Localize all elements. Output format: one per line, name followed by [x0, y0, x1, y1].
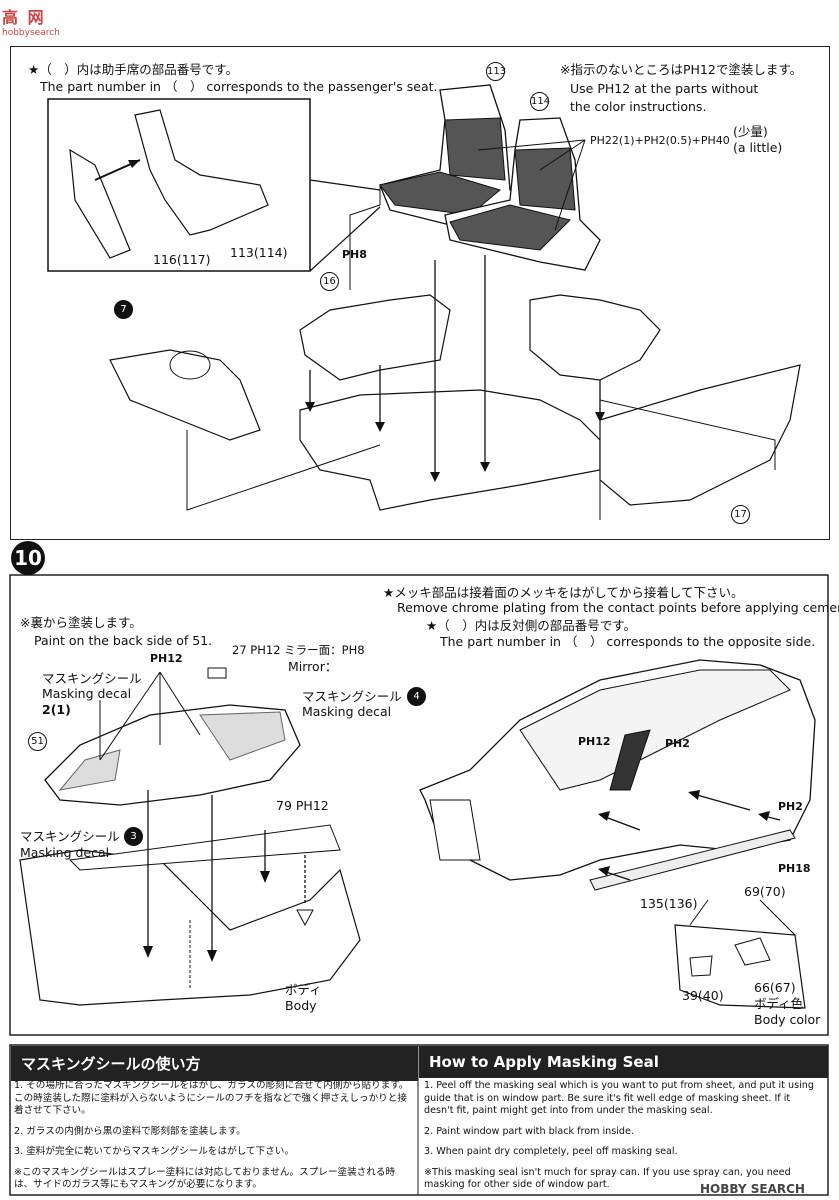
part-116-117-label: 116(117)	[153, 252, 211, 267]
watermark-brand: 高 网	[2, 8, 46, 27]
mask-decal-en-4: Masking decal	[302, 704, 392, 719]
part-66-67-label: 66(67)	[754, 980, 796, 995]
step10-ph18: PH18	[778, 862, 811, 875]
footer-right-list: 1. Peel off the masking seal which is yo…	[424, 1080, 822, 1200]
footer-right-item-1: 1. Peel off the masking seal which is yo…	[424, 1080, 814, 1116]
body-color-jp: ボディ色	[754, 996, 804, 1011]
step9-star-note-jp: ★（ ）内は助手席の部品番号です。	[28, 62, 238, 77]
body-jp-label: ボディ	[285, 982, 322, 997]
footer-right-title: How to Apply Masking Seal	[419, 1046, 828, 1078]
part-135-136-label: 135(136)	[640, 896, 698, 911]
footer-left-item-3: 3. 塗料が完全に乾いてからマスキングシールをはがして下さい。	[14, 1146, 294, 1157]
footer-right-item-4: ※This masking seal isn't much for spray …	[424, 1166, 791, 1191]
step9-ph8-label: PH8	[342, 248, 367, 261]
mirror-label: 27 PH12 ミラー面：PH8	[232, 643, 365, 657]
step9-mix-label: PH22(1)+PH2(0.5)+PH40	[590, 134, 730, 147]
part-7-label: 7	[114, 300, 133, 319]
part-113-114-label: 113(114)	[230, 245, 288, 260]
mask-decal-en-1: Masking decal	[42, 686, 132, 701]
footer-right-item-3: 3. When paint dry completely, peel off m…	[424, 1146, 678, 1157]
part-113-label: 113	[486, 62, 506, 81]
footer-left-item-2: 2. ガラスの内側から黒の塗料で彫刻部を塗装します。	[14, 1125, 246, 1137]
mask-decal-en-3: Masking decal	[20, 845, 110, 860]
mask-decal-jp-3: マスキングシール	[20, 829, 120, 844]
step10-star-note-en: The part number in （ ） corresponds to th…	[440, 634, 816, 649]
step10-ph12-left: PH12	[150, 652, 183, 665]
step9-paint-note-jp: ※指示のないところはPH12で塗装します。	[560, 62, 803, 77]
hobbysearch-brand: HOBBY SEARCH	[700, 1182, 805, 1196]
step9-panel	[10, 46, 830, 540]
step10-back-note-jp: ※裏から塗装します。	[20, 615, 142, 630]
part-16-label: 16	[320, 272, 339, 291]
footer-left-list: 1. その場所に合ったマスキングシールをはがし、ガラスの彫刻に合せて内側から貼り…	[14, 1080, 412, 1200]
part-79-label: 79 PH12	[276, 798, 329, 813]
part-114-label: 114	[530, 92, 550, 111]
step10-star-note-jp: ★（ ）内は反対側の部品番号です。	[426, 618, 636, 633]
step9-paint-note-en1: Use PH12 at the parts without	[570, 81, 759, 96]
step10-ph2-side: PH2	[778, 800, 803, 813]
watermark-logo: 高 网 hobbysearch	[2, 4, 72, 40]
step9-mix-little-en: (a little)	[733, 140, 783, 155]
footer-left-item-4: ※このマスキングシールはスプレー塗料には対応しておりません。スプレー塗装される時…	[14, 1166, 396, 1191]
part-17-label: 17	[731, 505, 750, 524]
step10-ph12-right: PH12	[578, 735, 611, 748]
footer-left-item-1: 1. その場所に合ったマスキングシールをはがし、ガラスの彫刻に合せて内側から貼り…	[14, 1080, 409, 1116]
mask-decal-jp-1: マスキングシール	[42, 671, 142, 686]
mask-decal-4-num: 4	[407, 687, 426, 706]
mask-decal-3-num: 3	[124, 827, 143, 846]
step10-chrome-note-en: Remove chrome plating from the contact p…	[397, 600, 839, 615]
watermark-site: hobbysearch	[2, 28, 60, 38]
mask-decal-2-1: 2(1)	[42, 702, 71, 717]
body-color-en: Body color	[754, 1012, 821, 1027]
part-39-40-label: 39(40)	[682, 988, 724, 1003]
step10-back-note-en: Paint on the back side of 51.	[34, 633, 213, 648]
mask-decal-jp-4: マスキングシール	[302, 689, 402, 704]
mirror-en-label: Mirror：	[288, 659, 338, 674]
step9-mix-little-jp: (少量)	[733, 124, 768, 139]
step10-chrome-note-jp: ★メッキ部品は接着面のメッキをはがしてから接着して下さい。	[383, 585, 744, 600]
body-en-label: Body	[285, 998, 317, 1013]
part-51-label: 51	[28, 732, 47, 751]
step9-star-note-en: The part number in （ ） corresponds to th…	[40, 79, 438, 94]
step10-ph2-top: PH2	[665, 737, 690, 750]
part-69-70-label: 69(70)	[744, 884, 786, 899]
step9-paint-note-en2: the color instructions.	[570, 99, 707, 114]
step10-number: 10	[11, 541, 45, 575]
footer-left-title: マスキングシールの使い方	[11, 1046, 418, 1081]
footer-right-item-2: 2. Paint window part with black from ins…	[424, 1125, 634, 1137]
